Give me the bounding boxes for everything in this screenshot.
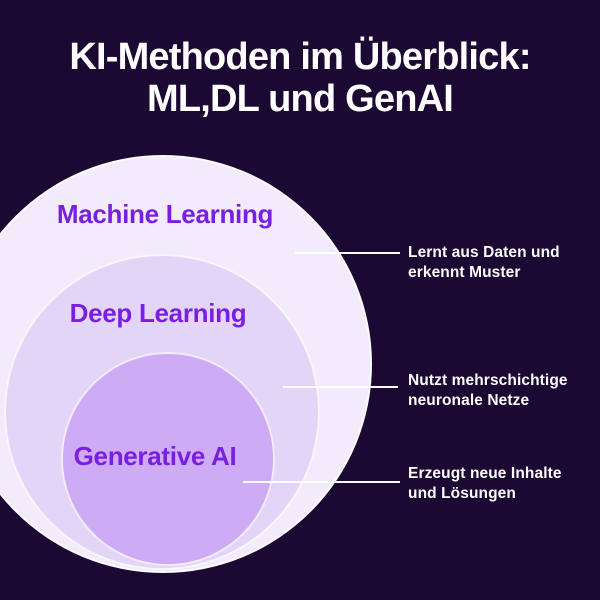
annotation-deep-learning-line-1: Nutzt mehrschichtige	[408, 372, 568, 389]
annotation-generative-ai: Erzeugt neue Inhalte und Lösungen	[408, 464, 590, 504]
connector-line-generative-ai	[243, 481, 400, 483]
circle-generative-ai	[61, 352, 275, 566]
annotation-generative-ai-line-1: Erzeugt neue Inhalte	[408, 465, 562, 482]
annotation-deep-learning: Nutzt mehrschichtige neuronale Netze	[408, 371, 590, 411]
page-title-line-1: KI-Methoden im Überblick:	[69, 36, 531, 78]
label-machine-learning: Machine Learning	[56, 199, 274, 229]
annotation-generative-ai-line-2: und Lösungen	[408, 485, 516, 502]
page-title: KI-Methoden im Überblick: ML,DL und GenA…	[0, 36, 600, 120]
label-deep-learning: Deep Learning	[69, 298, 247, 328]
annotation-deep-learning-line-2: neuronale Netze	[408, 392, 530, 409]
annotation-machine-learning: Lernt aus Daten und erkennt Muster	[408, 243, 590, 283]
connector-line-deep-learning	[283, 386, 398, 388]
label-generative-ai: Generative AI	[73, 441, 237, 471]
annotation-machine-learning-line-1: Lernt aus Daten und	[408, 244, 560, 261]
connector-line-machine-learning	[295, 252, 400, 254]
page-title-line-2: ML,DL und GenAI	[146, 78, 454, 120]
annotation-machine-learning-line-2: erkennt Muster	[408, 264, 521, 281]
